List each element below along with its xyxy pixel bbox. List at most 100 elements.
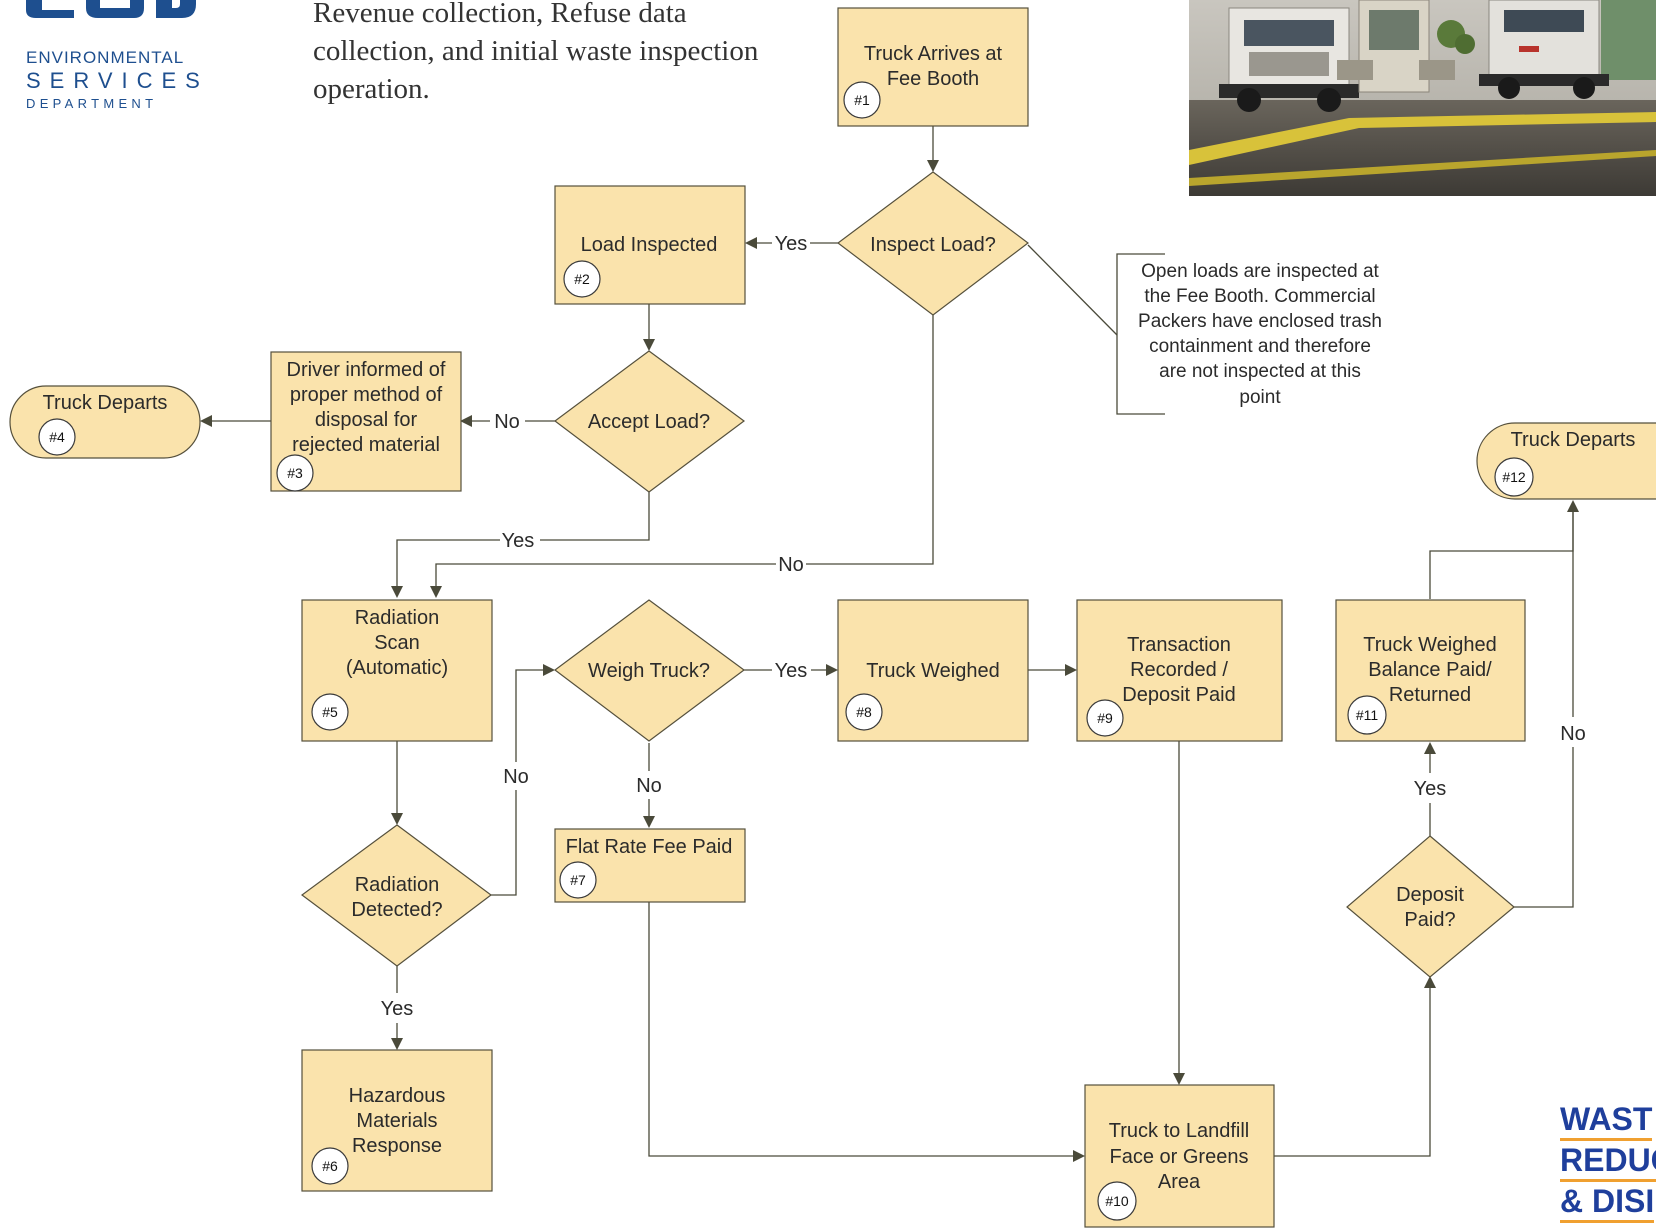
branding-line: & DISI xyxy=(1560,1182,1655,1223)
arrow-head xyxy=(826,664,838,676)
edge-accept-load-yes xyxy=(396,539,500,588)
step-badge-label: #8 xyxy=(856,704,872,720)
decision-weigh-truck: Weigh Truck? xyxy=(553,599,746,742)
step-badge xyxy=(559,861,597,899)
arrow-head xyxy=(745,237,757,249)
node-label: Accept Load? xyxy=(588,411,710,433)
edge-inspect-load-no xyxy=(806,315,934,565)
arrow-head xyxy=(200,415,212,427)
note-line: Open loads are inspected at xyxy=(1141,261,1379,282)
node-label: Radiation xyxy=(355,607,440,629)
step-badge-label: #1 xyxy=(854,92,870,108)
step-badge xyxy=(1494,457,1534,497)
step-badge xyxy=(1097,1181,1137,1221)
arrow-head xyxy=(1065,664,1077,676)
edge-inspect-load-no xyxy=(435,563,776,588)
decision-diamond xyxy=(553,599,746,742)
node-label: Detected? xyxy=(351,899,442,921)
decision-diamond xyxy=(553,350,746,493)
intro-line: Revenue collection, Refuse data xyxy=(313,0,687,29)
truck-photo-illustration xyxy=(1189,0,1656,196)
arrow-head xyxy=(391,813,403,825)
arrow-head xyxy=(1424,976,1436,988)
node-label: Radiation xyxy=(355,874,440,896)
node-label: Transaction xyxy=(1127,634,1231,656)
node-radiation-scan: Radiation Scan (Automatic) #5 xyxy=(301,599,493,742)
edge-n11-to-n12 xyxy=(1429,510,1574,599)
note-line: are not inspected at this xyxy=(1159,361,1361,382)
node-label: Deposit xyxy=(1396,884,1464,906)
node-truck-to-landfill: Truck to Landfill Face or Greens Area #1… xyxy=(1084,1084,1275,1228)
edge-label-yes: Yes xyxy=(381,998,414,1020)
node-driver-informed: Driver informed of proper method of disp… xyxy=(270,351,462,492)
node-label: Truck Arrives at xyxy=(864,43,1003,65)
logo-line-services: SERVICES xyxy=(26,68,209,93)
logo-line-environmental: ENVIRONMENTAL xyxy=(26,48,185,67)
branding-line: REDUC xyxy=(1560,1141,1656,1182)
decision-deposit-paid: Deposit Paid? xyxy=(1346,835,1515,978)
annotation-bracket xyxy=(1116,253,1165,415)
decision-inspect-load: Inspect Load? xyxy=(837,171,1029,316)
node-load-inspected: Load Inspected #2 xyxy=(554,185,746,305)
decision-radiation-detected: Radiation Detected? xyxy=(300,824,493,967)
node-label: Truck to Landfill xyxy=(1109,1120,1249,1142)
step-badge xyxy=(311,1147,349,1185)
node-label: Truck Departs xyxy=(1511,429,1636,451)
node-label: disposal for xyxy=(315,409,418,431)
decision-diamond xyxy=(1346,835,1515,978)
note-line: Packers have enclosed trash xyxy=(1138,311,1382,332)
note-line: containment and therefore xyxy=(1149,336,1371,357)
waste-reduction-branding: WAST REDUC & DISI xyxy=(1560,1100,1656,1223)
step-badge xyxy=(1086,699,1124,737)
edge-radiation-no xyxy=(491,790,517,896)
node-truck-weighed: Truck Weighed #8 xyxy=(837,599,1029,742)
edge-label-yes: Yes xyxy=(775,660,808,682)
node-label: Balance Paid/ xyxy=(1368,659,1492,681)
arrow-head xyxy=(1173,1073,1185,1085)
esd-logo: ENVIRONMENTAL SERVICES DEPARTMENT xyxy=(0,0,210,120)
fee-booth-photo xyxy=(1189,0,1656,196)
node-label: Response xyxy=(352,1135,442,1157)
node-label: Inspect Load? xyxy=(870,234,996,256)
node-flat-rate-fee: Flat Rate Fee Paid #7 xyxy=(554,828,746,903)
node-label: Recorded / xyxy=(1130,659,1228,681)
intro-line: operation. xyxy=(313,73,430,105)
node-label: proper method of xyxy=(290,384,443,406)
intro-text: Revenue collection, Refuse data collecti… xyxy=(313,0,813,108)
edge-n10-to-deposit xyxy=(1274,986,1431,1157)
decision-accept-load: Accept Load? xyxy=(553,350,746,493)
node-label: Fee Booth xyxy=(887,68,979,90)
step-badge-label: #9 xyxy=(1097,710,1113,726)
edge-label-no: No xyxy=(494,411,520,433)
arrow-head xyxy=(391,1038,403,1050)
step-badge-label: #12 xyxy=(1502,469,1526,485)
edge-label-no: No xyxy=(636,775,662,797)
node-label: (Automatic) xyxy=(346,657,448,679)
node-hazardous-materials: Hazardous Materials Response #6 xyxy=(301,1049,493,1192)
edge-label-no: No xyxy=(1560,723,1586,745)
arrow-head xyxy=(460,415,472,427)
arrow-head xyxy=(1424,742,1436,754)
step-badge-label: #3 xyxy=(287,465,303,481)
edge-accept-load-yes xyxy=(540,492,650,541)
node-label: Scan xyxy=(374,632,420,654)
step-badge-label: #5 xyxy=(322,704,338,720)
node-balance-paid: Truck Weighed Balance Paid/ Returned #11 xyxy=(1335,599,1526,742)
node-label: Area xyxy=(1158,1171,1201,1193)
step-badge-label: #6 xyxy=(322,1158,338,1174)
step-badge xyxy=(843,81,881,119)
node-truck-departs-right: Truck Departs #12 xyxy=(1476,422,1656,500)
node-label: Deposit Paid xyxy=(1122,684,1235,706)
edge-label-no: No xyxy=(503,766,529,788)
node-label: Load Inspected xyxy=(581,234,718,256)
arrow-head xyxy=(643,816,655,828)
arrow-head xyxy=(1073,1150,1085,1162)
node-label: Flat Rate Fee Paid xyxy=(566,836,733,858)
step-badge xyxy=(38,418,76,456)
edge-label-yes: Yes xyxy=(1414,778,1447,800)
step-badge-label: #2 xyxy=(574,271,590,287)
edge-label-no: No xyxy=(778,554,804,576)
arrow-head xyxy=(927,160,939,172)
node-truck-arrives: Truck Arrives at Fee Booth #1 xyxy=(837,7,1029,127)
logo-line-department: DEPARTMENT xyxy=(26,96,158,111)
